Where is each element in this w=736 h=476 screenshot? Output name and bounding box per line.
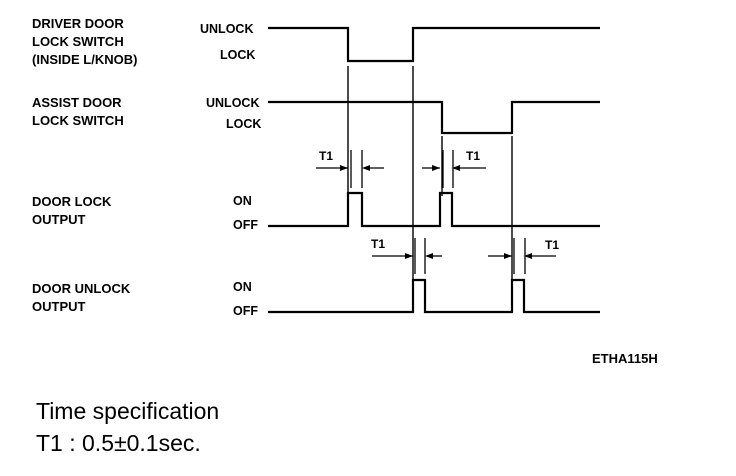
door-unlock-off-state: OFF — [233, 304, 258, 318]
door-lock-output-waveform — [268, 191, 600, 228]
figure-code: ETHA115H — [592, 351, 658, 366]
driver-door-lock-state: LOCK — [220, 48, 255, 62]
assist-door-label-line2: LOCK SWITCH — [32, 113, 124, 128]
driver-door-waveform — [268, 26, 600, 63]
t1-label-unlock-2: T1 — [545, 238, 559, 252]
t1-label-lock-1: T1 — [319, 149, 333, 163]
assist-door-label-line1: ASSIST DOOR — [32, 95, 122, 110]
t1-dimension-unlock-2: T1 — [488, 238, 559, 274]
spec-title: Time specification — [36, 398, 220, 424]
door-unlock-output-label-line2: OUTPUT — [32, 299, 86, 314]
assist-door-lock-state: LOCK — [226, 117, 261, 131]
t1-dimension-lock-2: T1 — [422, 149, 486, 188]
door-lock-output-label-line1: DOOR LOCK — [32, 194, 112, 209]
spec-t1-value: T1 : 0.5±0.1sec. — [36, 430, 201, 456]
door-lock-output-label-line2: OUTPUT — [32, 212, 86, 227]
driver-door-label-line3: (INSIDE L/KNOB) — [32, 52, 137, 67]
t1-label-lock-2: T1 — [466, 149, 480, 163]
door-unlock-output-waveform — [268, 278, 600, 314]
door-unlock-output-label-line1: DOOR UNLOCK — [32, 281, 131, 296]
door-unlock-on-state: ON — [233, 280, 252, 294]
door-lock-off-state: OFF — [233, 218, 258, 232]
t1-dimension-unlock-1: T1 — [371, 237, 442, 274]
door-lock-on-state: ON — [233, 194, 252, 208]
driver-door-label-line2: LOCK SWITCH — [32, 34, 124, 49]
driver-door-label-line1: DRIVER DOOR — [32, 16, 124, 31]
t1-label-unlock-1: T1 — [371, 237, 385, 251]
assist-door-unlock-state: UNLOCK — [206, 96, 259, 110]
assist-door-waveform — [268, 100, 600, 135]
t1-dimension-lock-1: T1 — [316, 149, 384, 188]
driver-door-unlock-state: UNLOCK — [200, 22, 253, 36]
